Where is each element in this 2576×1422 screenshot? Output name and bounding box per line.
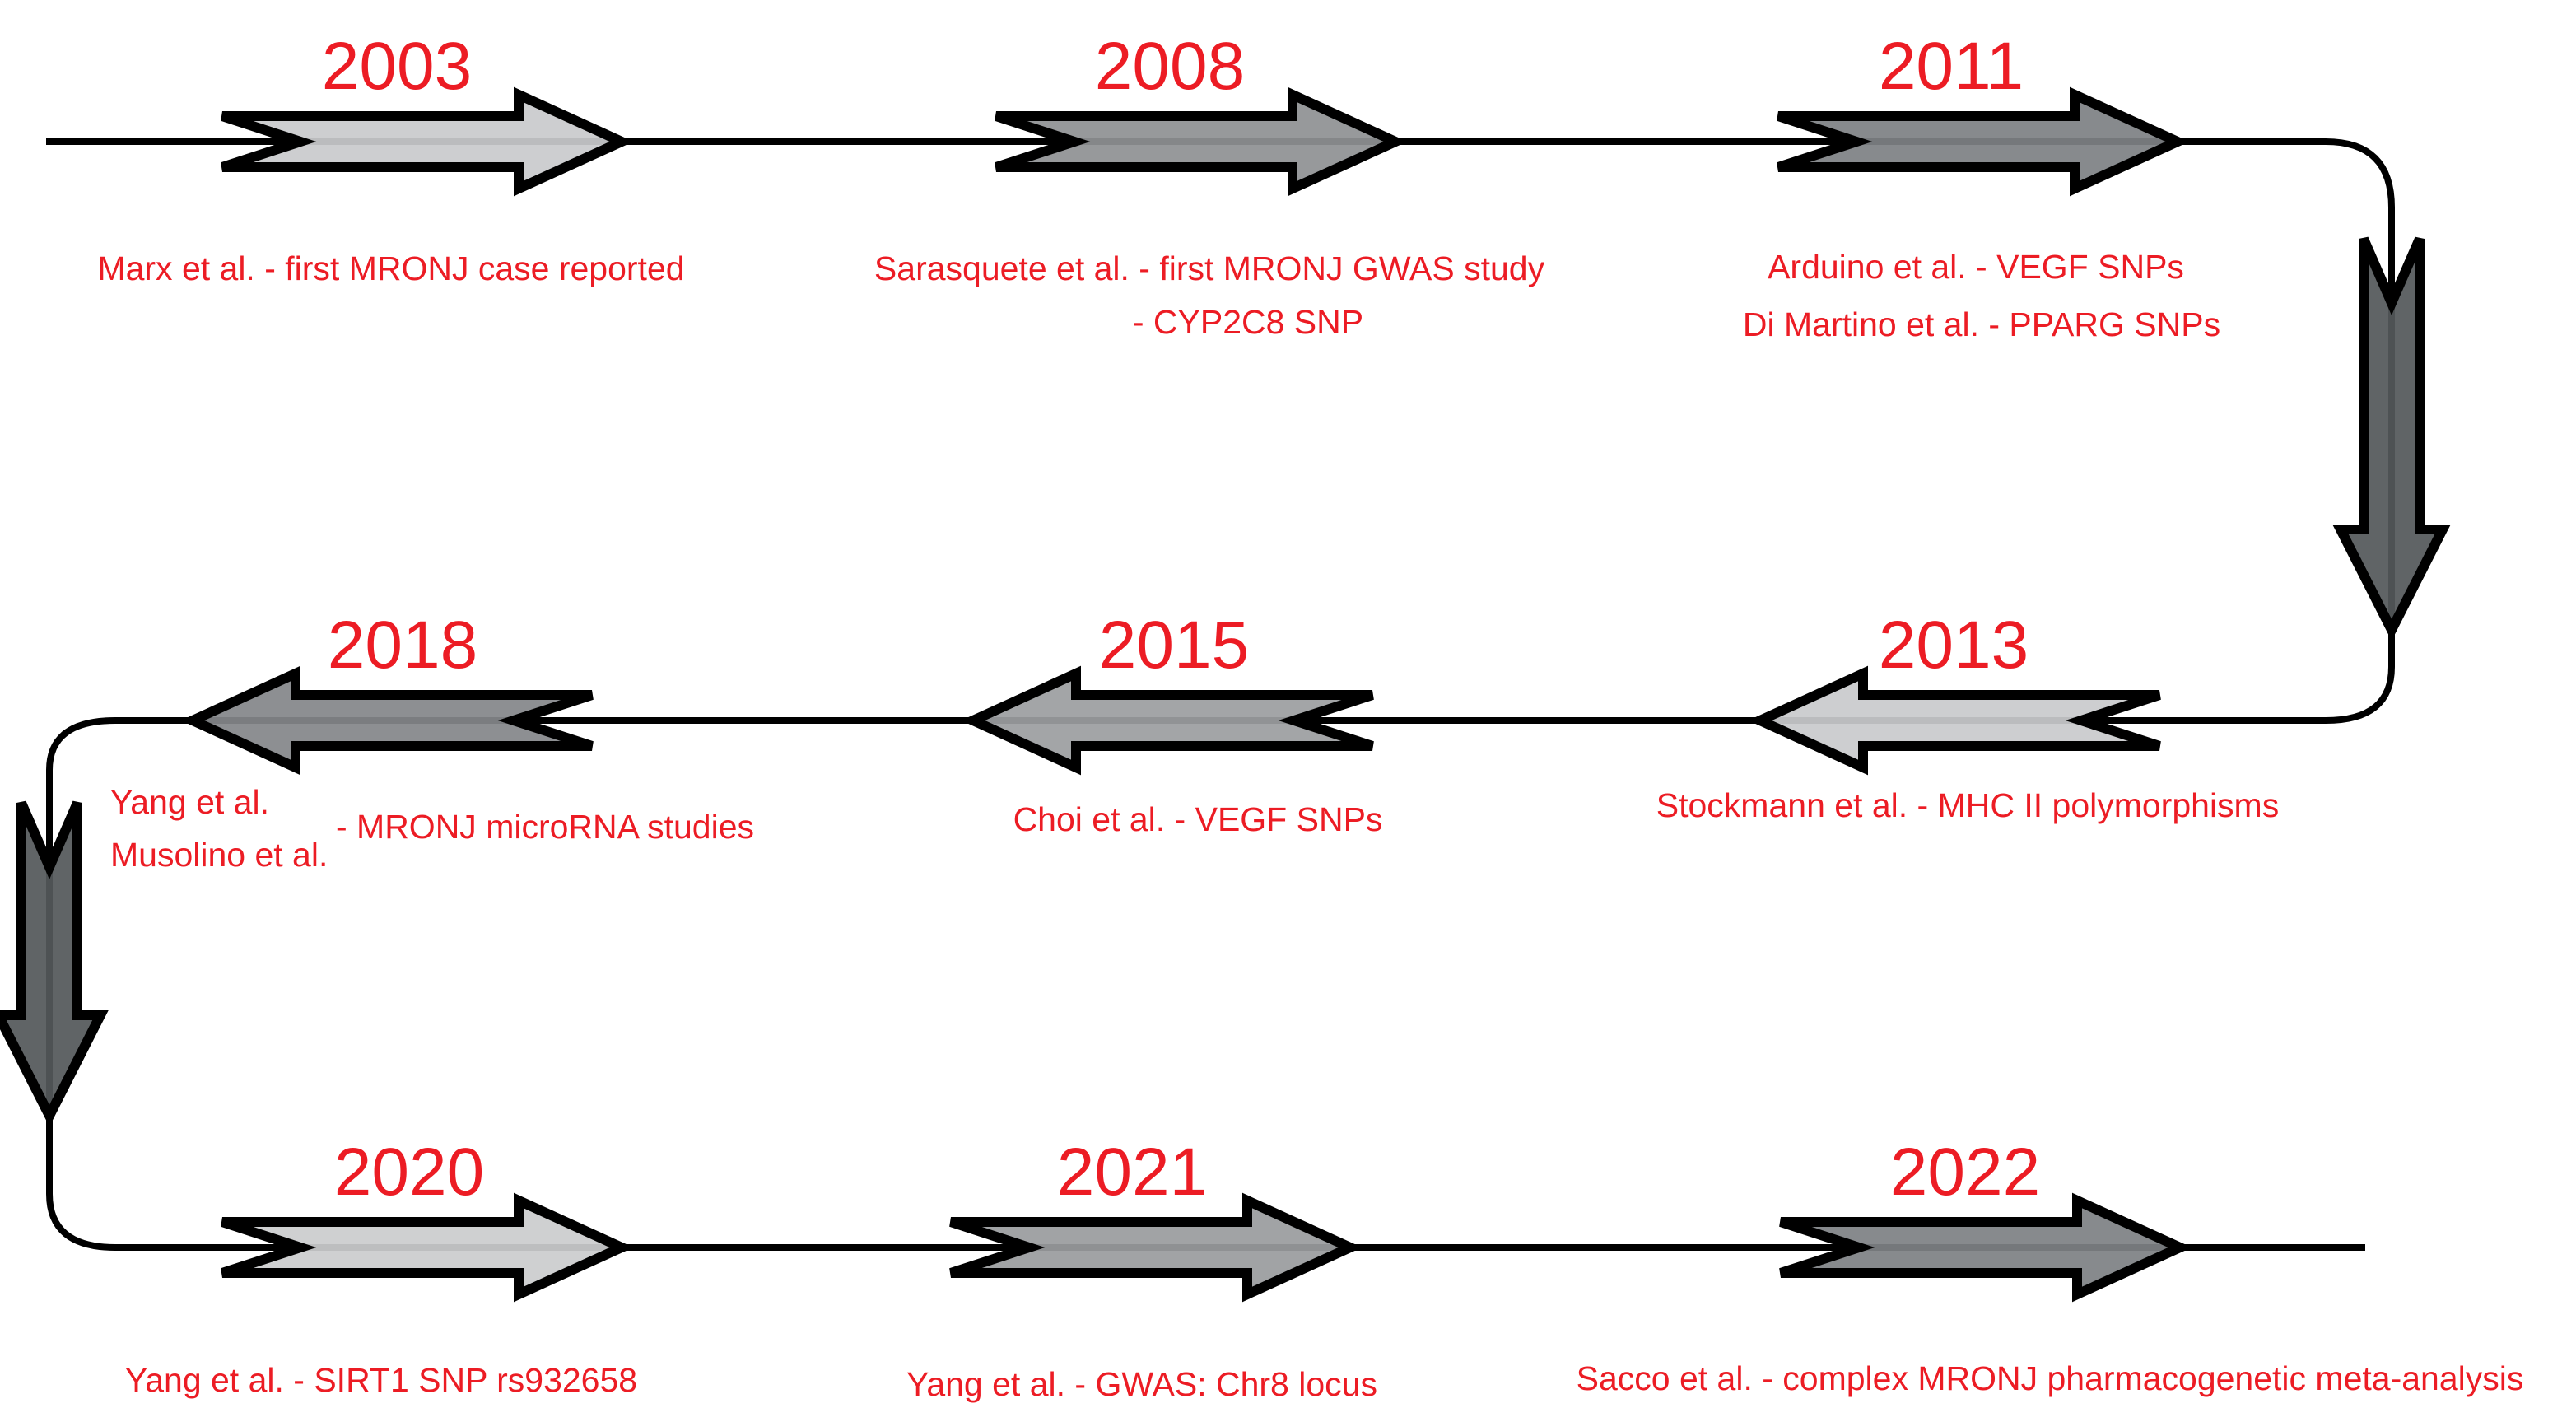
milestone-2008-description-line1: Sarasquete et al. - first MRONJ GWAS stu… [874,249,1545,287]
milestone-2011-description-line1: Arduino et al. - VEGF SNPs [1768,248,2184,286]
year-label-2020: 2020 [334,1135,484,1210]
year-label-2021: 2021 [1057,1135,1207,1210]
milestone-2020: 2020 Yang et al. - SIRT1 SNP rs932658 [125,1135,637,1399]
milestone-2008: 2008 Sarasquete et al. - first MRONJ GWA… [874,29,1545,341]
milestone-2013: 2013 Stockmann et al. - MHC II polymorph… [1656,608,2279,824]
arrow-2003 [221,86,634,197]
milestone-2015: 2015 Choi et al. - VEGF SNPs [961,608,1383,838]
milestone-2011: 2011 Arduino et al. - VEGF SNPs Di Marti… [1743,29,2220,343]
arrow-2020 [221,1192,634,1303]
year-label-2011: 2011 [1879,29,2024,104]
milestone-2003-description: Marx et al. - first MRONJ case reported [97,249,684,287]
arrow-2008 [995,86,1408,197]
milestone-2021-description: Yang et al. - GWAS: Chr8 locus [906,1365,1377,1403]
milestone-2018-description-line1: Yang et al. [110,783,269,821]
milestone-2018: 2018 Yang et al. Musolino et al. - MRONJ… [110,608,754,874]
year-label-2018: 2018 [328,608,477,683]
arrow-2013 [1748,665,2161,776]
down-arrow-left-icon [0,800,109,1127]
milestone-2020-description: Yang et al. - SIRT1 SNP rs932658 [125,1361,637,1399]
year-label-2008: 2008 [1095,29,1245,104]
arrow-2011 [1777,86,2190,197]
milestone-2013-description: Stockmann et al. - MHC II polymorphisms [1656,786,2279,824]
milestone-2015-description: Choi et al. - VEGF SNPs [1013,800,1383,838]
milestone-2011-description-line2: Di Martino et al. - PPARG SNPs [1743,305,2220,343]
year-label-2003: 2003 [322,29,472,104]
milestone-2021: 2021 Yang et al. - GWAS: Chr8 locus [906,1135,1377,1403]
milestone-2008-description-line2: - CYP2C8 SNP [1133,303,1363,341]
timeline-path [46,138,2395,1251]
milestone-2018-description-line3: - MRONJ microRNA studies [336,808,754,846]
milestone-2022-description: Sacco et al. - complex MRONJ pharmacogen… [1577,1359,2524,1397]
arrow-2021 [949,1192,1363,1303]
arrow-2015 [961,665,1374,776]
arrow-2018 [180,665,594,776]
down-arrow-right-icon [2332,236,2451,641]
milestone-2003: 2003 Marx et al. - first MRONJ case repo… [97,29,684,287]
year-label-2015: 2015 [1099,608,1249,683]
year-label-2013: 2013 [1879,608,2029,683]
milestone-2018-description-line2: Musolino et al. [110,836,328,874]
arrow-2022 [1779,1192,2192,1303]
year-label-2022: 2022 [1890,1135,2040,1210]
milestone-2022: 2022 Sacco et al. - complex MRONJ pharma… [1577,1135,2524,1397]
